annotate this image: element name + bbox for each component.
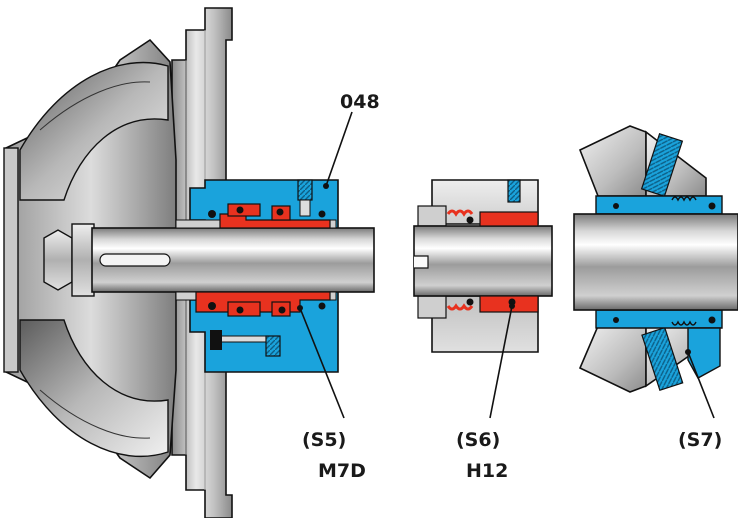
threaded-port-upper <box>640 132 684 198</box>
assembly-s5-m7d <box>3 7 375 518</box>
gland-port-lower <box>265 335 281 357</box>
spring-lower <box>671 320 697 326</box>
shaft-s7 <box>573 213 738 311</box>
label-s7: (S7) <box>678 429 722 451</box>
leader-s6 <box>489 305 513 419</box>
shaft-s6 <box>413 225 553 297</box>
leader-s5 <box>299 307 345 419</box>
label-s5: (S5) <box>302 429 346 451</box>
label-m7d: M7D <box>318 460 366 482</box>
housing-block-upper <box>578 125 647 197</box>
seal-rings-upper <box>208 203 331 229</box>
label-s6: (S6) <box>456 429 500 451</box>
leader-048 <box>325 111 353 187</box>
impeller-nut <box>43 229 73 291</box>
assembly-s7 <box>573 125 738 419</box>
threaded-port-lower <box>641 326 684 391</box>
label-048: 048 <box>340 91 380 113</box>
housing-block-lower <box>578 325 647 393</box>
flush-line <box>217 335 273 343</box>
seal-rings-s6 <box>446 209 539 313</box>
seal-rings-lower <box>195 291 331 317</box>
impeller-blade-upper <box>19 61 169 201</box>
gland-port-upper <box>297 179 313 201</box>
leader-s7 <box>687 351 715 419</box>
assembly-s6-h12 <box>413 179 553 419</box>
spring-upper <box>671 196 697 202</box>
impeller-blade-lower <box>19 319 169 458</box>
label-h12: H12 <box>466 460 508 482</box>
